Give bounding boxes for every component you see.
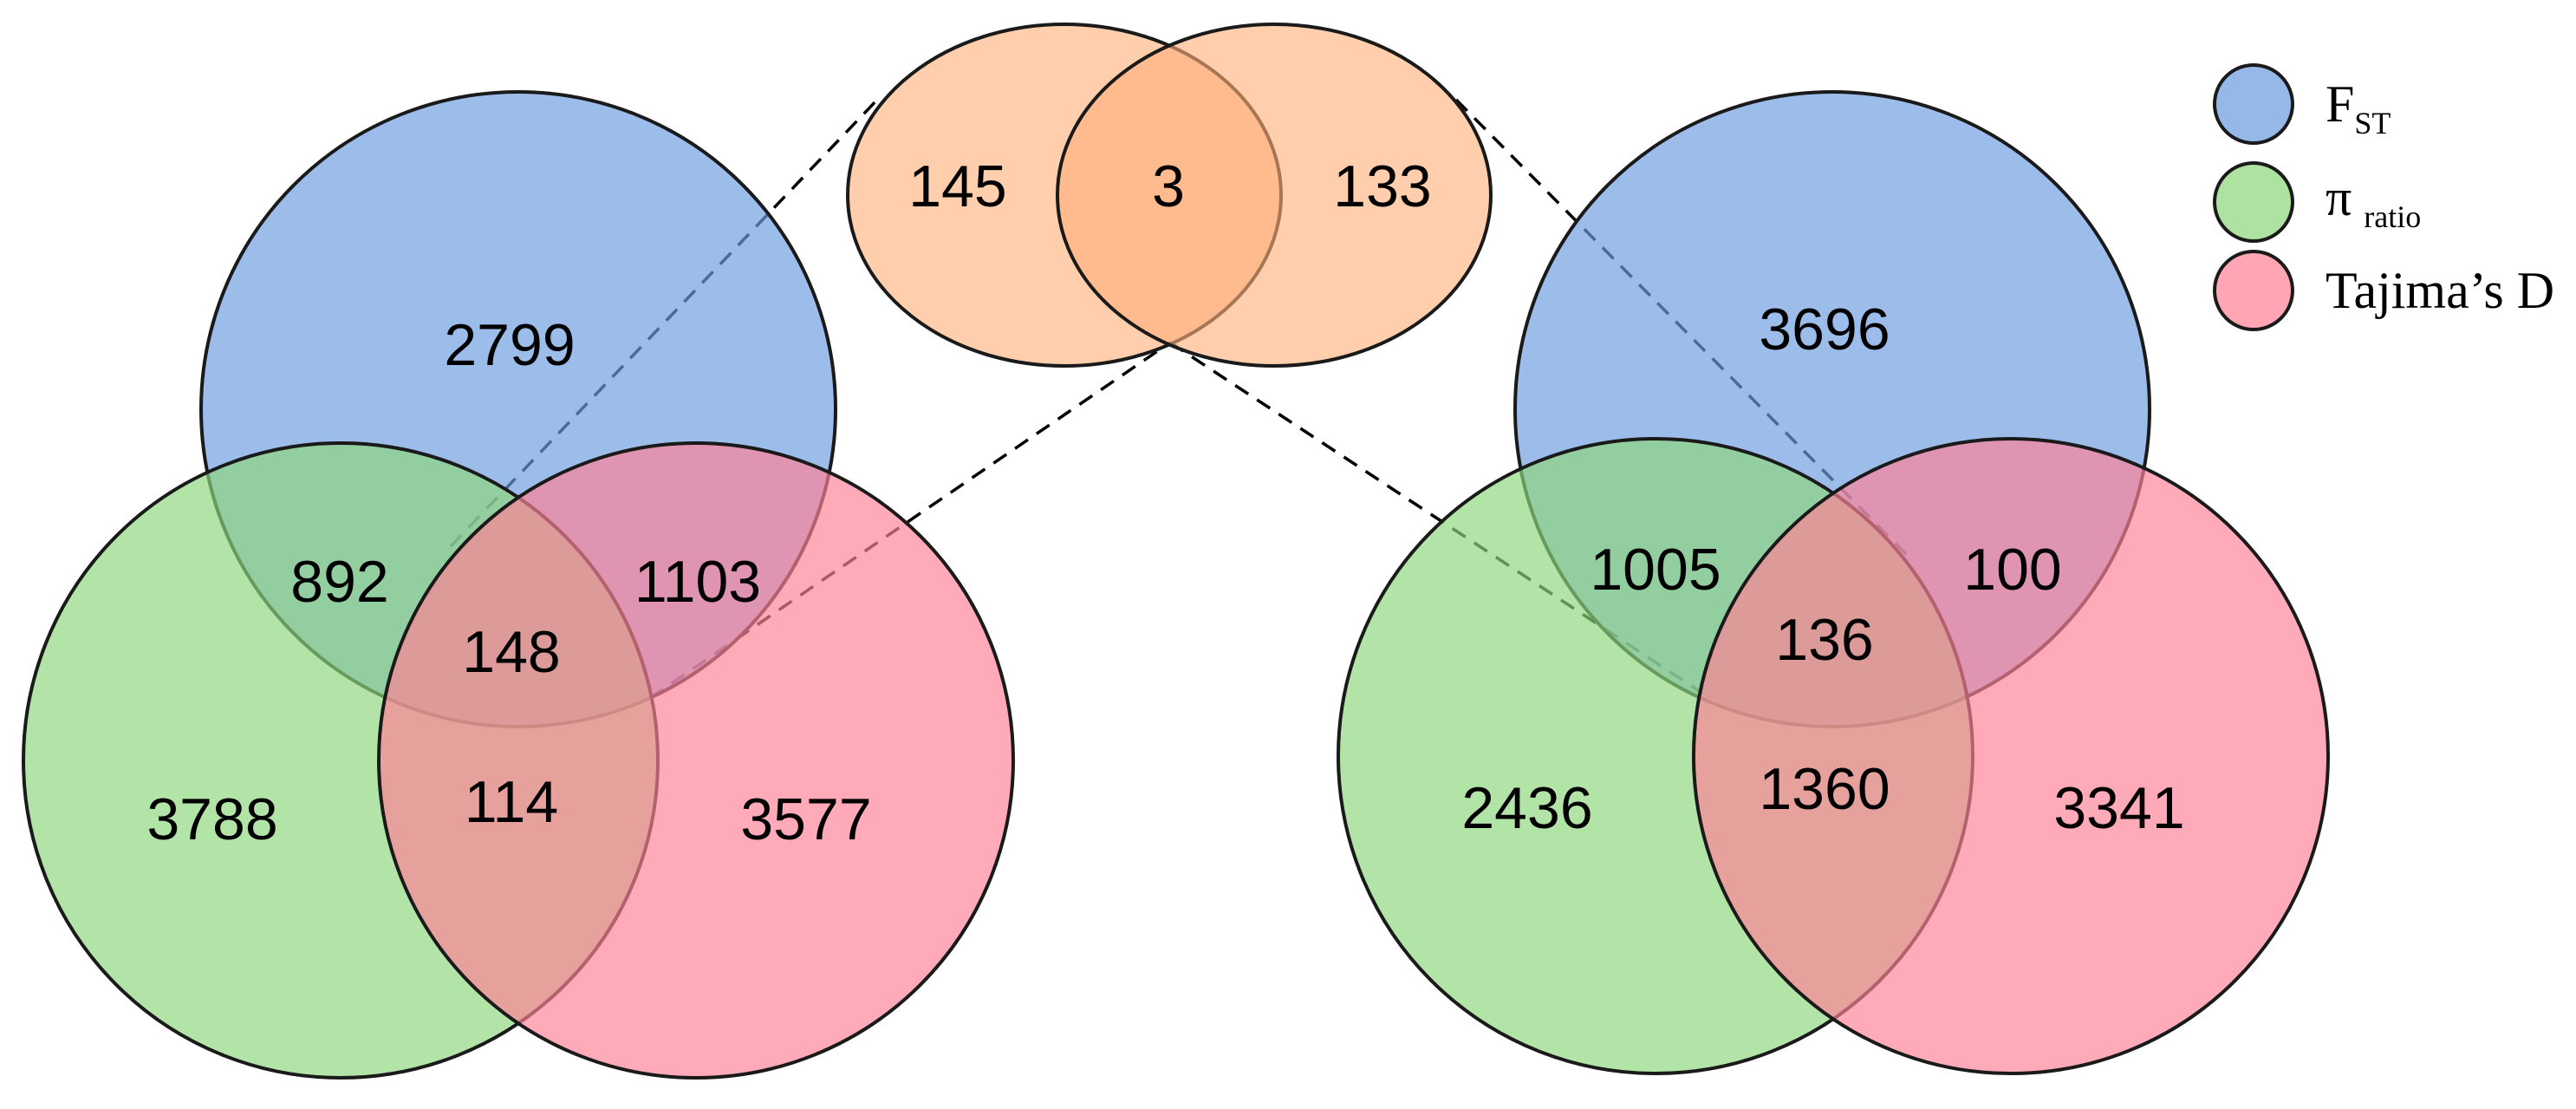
right-pi-only-count: 2436	[1461, 775, 1592, 841]
legend-pi-main: π	[2326, 169, 2352, 226]
legend-fst-swatch	[2213, 63, 2294, 145]
left-venn-labels: 2799 892 1103 148 3788 114 3577	[146, 312, 871, 852]
legend-item-tajima: Tajima’s D	[2213, 250, 2554, 331]
right-venn	[1337, 90, 2330, 1075]
top-right-only-count: 133	[1333, 153, 1431, 219]
right-tajima-circle	[1692, 437, 2330, 1075]
top-venn-labels: 145 3 133	[908, 153, 1431, 219]
left-tajima-circle	[377, 441, 1015, 1080]
left-fst-only-count: 2799	[444, 312, 575, 378]
legend-fst-label: FST	[2326, 75, 2391, 140]
right-venn-labels: 3696 1005 100 136 2436 1360 3341	[1461, 297, 2184, 841]
right-fst-tajima-count: 100	[1963, 537, 2061, 603]
left-tajima-only-count: 3577	[740, 786, 871, 852]
top-overlap-count: 3	[1152, 153, 1185, 219]
legend-fst-sub: ST	[2354, 106, 2391, 140]
left-pi-tajima-count: 114	[465, 769, 558, 835]
right-pi-tajima-count: 1360	[1759, 756, 1890, 822]
legend-tajima-swatch	[2213, 250, 2294, 331]
legend-pi-ratio-swatch	[2213, 161, 2294, 243]
legend-tajima-label: Tajima’s D	[2326, 262, 2554, 319]
right-fst-pi-count: 1005	[1590, 537, 1721, 603]
right-tajima-only-count: 3341	[2053, 775, 2184, 841]
left-all-three-count: 148	[462, 619, 560, 685]
top-right-ellipse	[1056, 23, 1493, 368]
left-venn	[22, 90, 1015, 1080]
right-all-three-count: 136	[1775, 607, 1873, 673]
top-venn	[846, 23, 1493, 368]
right-fst-only-count: 3696	[1759, 297, 1890, 362]
legend-item-fst: FST	[2213, 63, 2391, 145]
legend-fst-main: F	[2326, 75, 2354, 133]
left-fst-pi-count: 892	[290, 549, 388, 615]
left-fst-tajima-count: 1103	[634, 549, 761, 615]
left-pi-only-count: 3788	[146, 786, 277, 852]
top-left-only-count: 145	[908, 153, 1006, 219]
legend-pi-sub: ratio	[2364, 199, 2421, 234]
